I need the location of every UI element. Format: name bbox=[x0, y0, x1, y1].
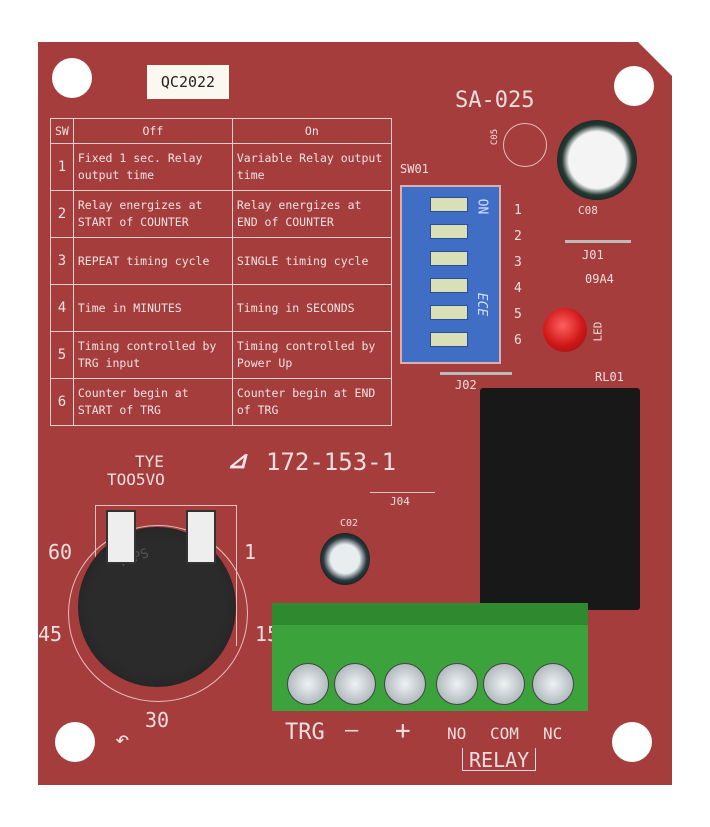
terminal-screw-nc[interactable] bbox=[532, 663, 574, 705]
dial-ring bbox=[68, 525, 248, 702]
header-sw: SW bbox=[50, 118, 74, 144]
dip-toggle-3[interactable] bbox=[430, 251, 468, 266]
qc-sticker: QC2022 bbox=[147, 65, 229, 99]
led-label: LED bbox=[591, 321, 605, 342]
terminal-screw-com[interactable] bbox=[483, 663, 525, 705]
c05-label: C05 bbox=[490, 128, 501, 146]
pot-pin bbox=[106, 510, 136, 564]
terminal-label-no: NO bbox=[447, 724, 467, 743]
code-label: 09A4 bbox=[585, 272, 614, 286]
electrolytic-capacitor-small bbox=[320, 533, 370, 585]
terminal-screw-minus[interactable] bbox=[334, 663, 376, 705]
dial-mark-45: 45 bbox=[38, 622, 63, 646]
header-on: On bbox=[231, 118, 392, 144]
pot-model: TOO5VO bbox=[107, 470, 165, 489]
dial-mark-60: 60 bbox=[48, 540, 73, 564]
relay bbox=[480, 388, 640, 610]
jumper-wire bbox=[440, 372, 512, 375]
dip-toggle-6[interactable] bbox=[430, 332, 468, 347]
terminal-label-nc: NC bbox=[543, 724, 563, 743]
electrolytic-capacitor-large bbox=[557, 120, 637, 200]
terminal-label-com: COM bbox=[490, 724, 519, 743]
terminal-label-plus: + bbox=[395, 716, 411, 746]
cap-pad-outline bbox=[503, 123, 547, 167]
terminal-screw-trg[interactable] bbox=[287, 663, 329, 705]
c02-label: C02 bbox=[340, 518, 359, 529]
pot-pin bbox=[186, 510, 216, 564]
dip-toggle-2[interactable] bbox=[430, 224, 468, 239]
jumper-wire bbox=[565, 240, 631, 243]
rl01-label: RL01 bbox=[595, 370, 624, 384]
led-indicator bbox=[543, 308, 587, 352]
c08-label: C08 bbox=[578, 204, 598, 217]
mounting-hole bbox=[612, 722, 652, 762]
terminal-label-trg: TRG bbox=[285, 720, 325, 745]
pot-brand: TYE bbox=[135, 452, 164, 471]
dial-mark-30: 30 bbox=[145, 708, 170, 732]
terminal-screw-no[interactable] bbox=[436, 663, 478, 705]
terminal-label-minus: — bbox=[345, 718, 359, 743]
mounting-hole bbox=[55, 722, 95, 762]
j01-label: J01 bbox=[582, 248, 604, 262]
manufacturer-logo: ⊿ bbox=[227, 446, 248, 474]
header-off: Off bbox=[72, 118, 233, 144]
mounting-hole bbox=[52, 58, 92, 98]
dip-on-label: ON bbox=[474, 198, 490, 215]
dip-switch[interactable]: ON ECE bbox=[400, 185, 501, 364]
dip-toggle-1[interactable] bbox=[430, 197, 468, 212]
part-number: 172-153-1 bbox=[266, 448, 397, 476]
model-label: SA-025 bbox=[455, 88, 535, 113]
j02-label: J02 bbox=[455, 378, 477, 392]
mounting-hole bbox=[614, 66, 654, 106]
terminal-screw-plus[interactable] bbox=[384, 663, 426, 705]
dip-brand: ECE bbox=[474, 292, 490, 317]
dip-toggle-5[interactable] bbox=[430, 305, 468, 320]
relay-label: RELAY bbox=[462, 748, 537, 772]
sw01-label: SW01 bbox=[400, 162, 429, 176]
rotate-arrow-icon: ↶ bbox=[115, 725, 130, 753]
dial-mark-1: 1 bbox=[244, 540, 257, 564]
j04-label: J04 bbox=[390, 495, 410, 508]
dip-toggle-4[interactable] bbox=[430, 278, 468, 293]
jumper-pad bbox=[370, 492, 435, 493]
terminal-block bbox=[272, 603, 588, 711]
